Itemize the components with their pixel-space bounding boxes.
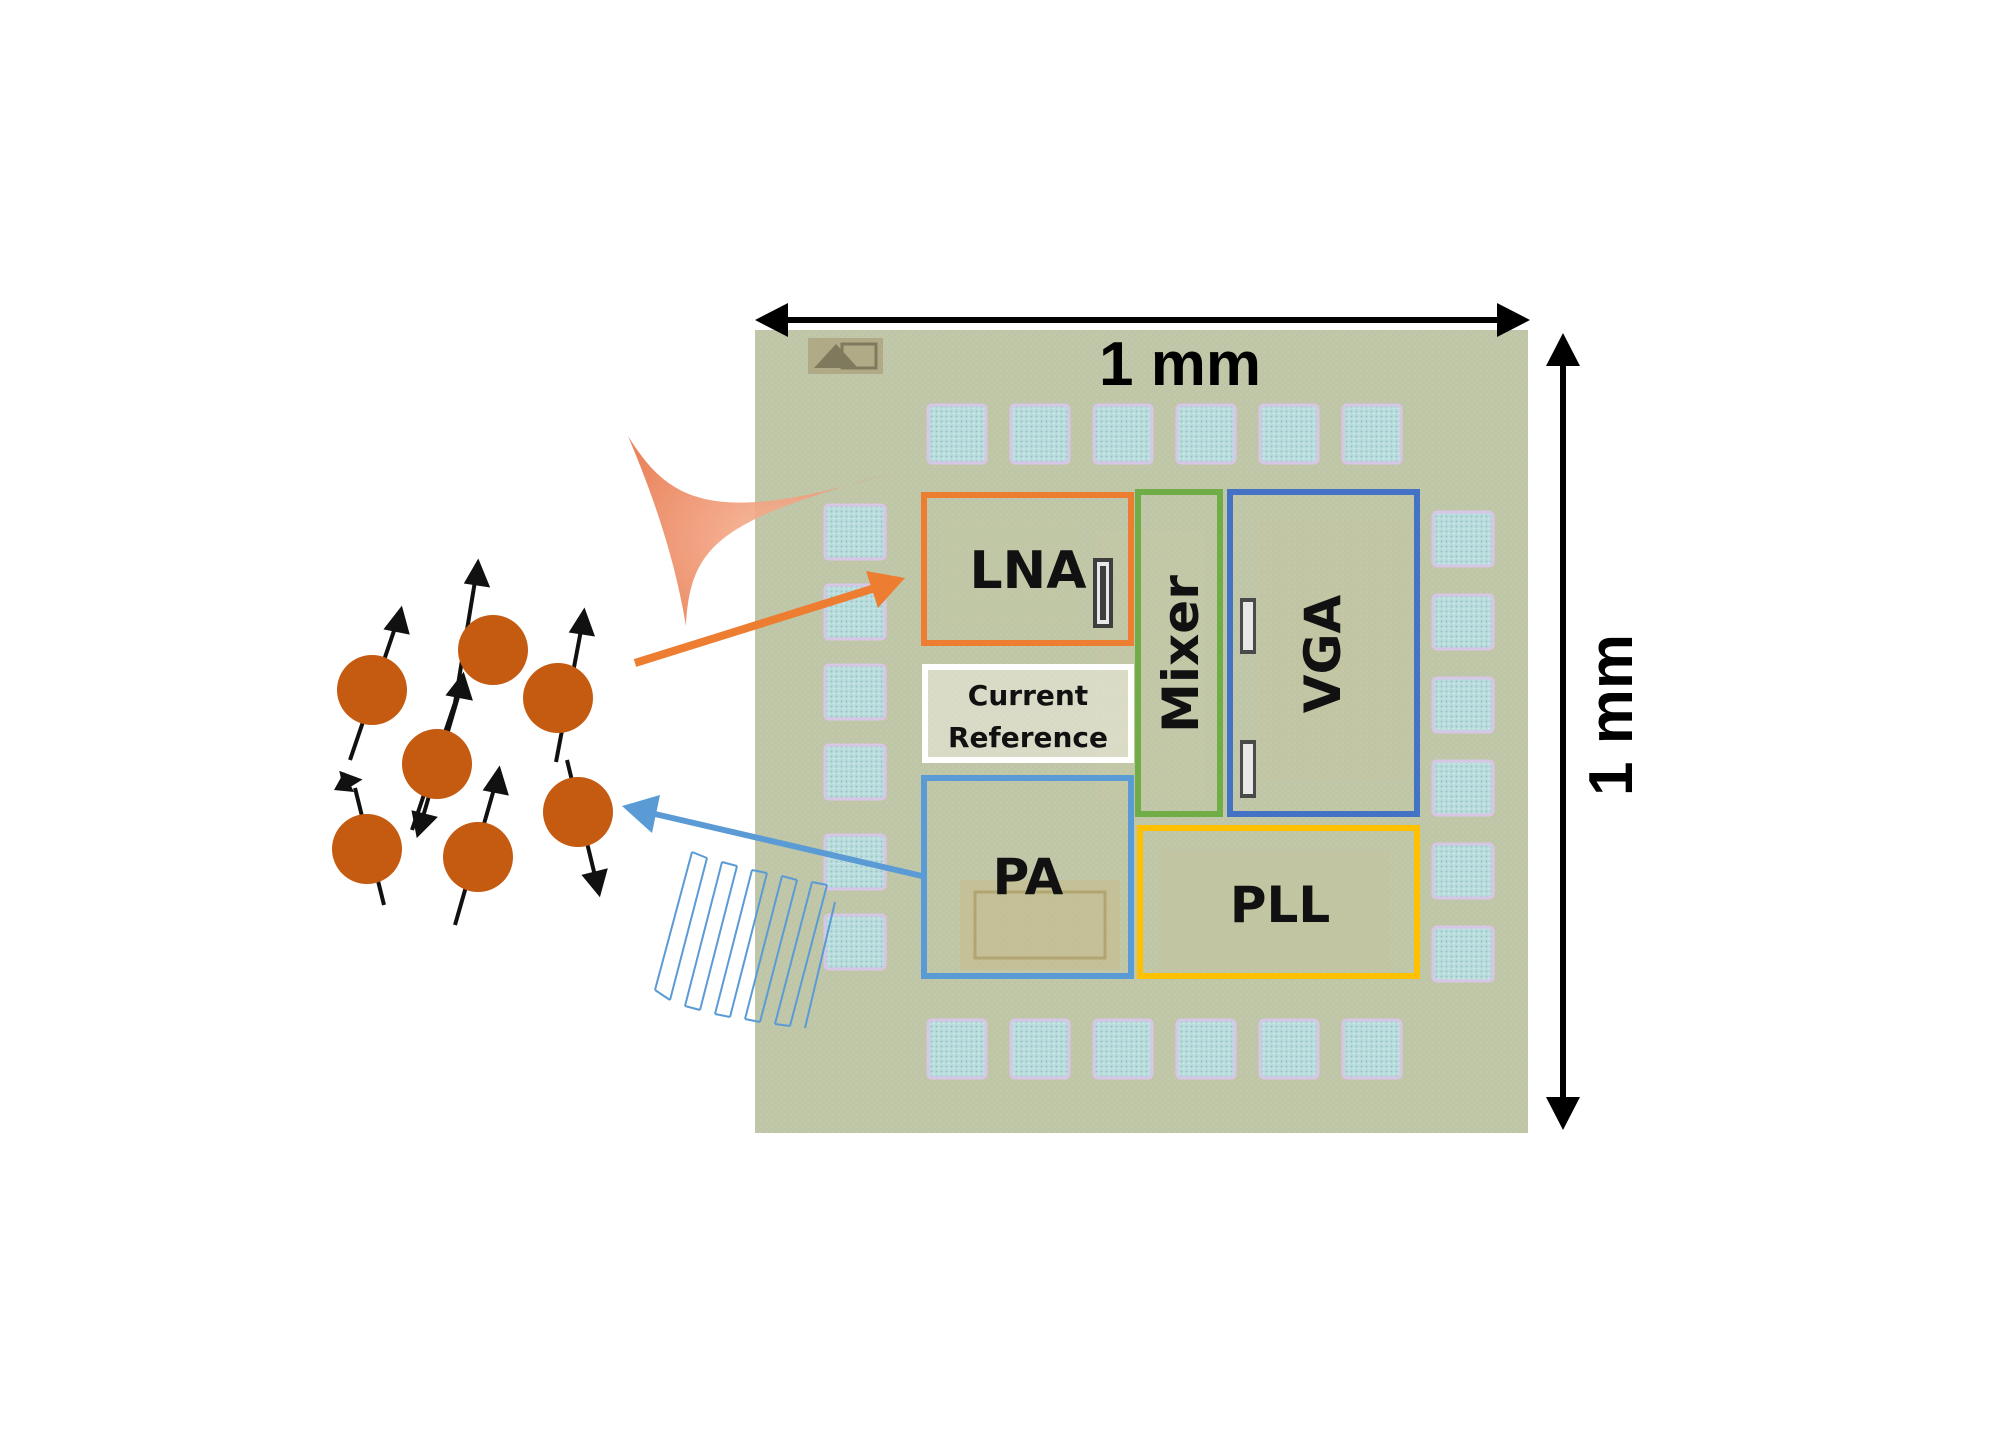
pll-label: PLL bbox=[1230, 876, 1330, 934]
die-logo-icon bbox=[808, 338, 883, 374]
pa-block bbox=[921, 775, 1134, 979]
current-reference-block bbox=[922, 664, 1134, 763]
current-reference-label-line2: Reference bbox=[948, 721, 1108, 754]
bottom-pads bbox=[926, 1018, 1403, 1080]
vga-component-icon bbox=[1240, 598, 1256, 798]
width-dimension-arrow bbox=[755, 303, 1530, 337]
spin-balls bbox=[332, 615, 613, 892]
vga-block bbox=[1227, 489, 1420, 817]
lna-label: LNA bbox=[970, 541, 1087, 601]
rx-arrow bbox=[633, 571, 905, 667]
rf-wave-icon bbox=[654, 851, 836, 1029]
mixer-label: Mixer bbox=[1152, 575, 1210, 733]
lna-inductor-icon bbox=[1093, 558, 1113, 628]
top-pads bbox=[926, 403, 1403, 465]
height-dimension-arrow bbox=[1546, 333, 1580, 1130]
mixer-block bbox=[1135, 489, 1223, 817]
lna-block bbox=[921, 492, 1134, 646]
spin-particles-icon bbox=[332, 558, 613, 926]
height-dimension-label: 1 mm bbox=[1577, 634, 1646, 796]
current-reference-label-line1: Current bbox=[968, 679, 1088, 712]
right-pads bbox=[1431, 510, 1495, 983]
tx-arrow bbox=[622, 795, 923, 879]
pa-label: PA bbox=[993, 848, 1064, 906]
vga-label: VGA bbox=[1294, 594, 1352, 713]
pll-block bbox=[1137, 825, 1420, 979]
rf-pulse-icon bbox=[628, 436, 888, 626]
width-dimension-label: 1 mm bbox=[1099, 330, 1261, 399]
